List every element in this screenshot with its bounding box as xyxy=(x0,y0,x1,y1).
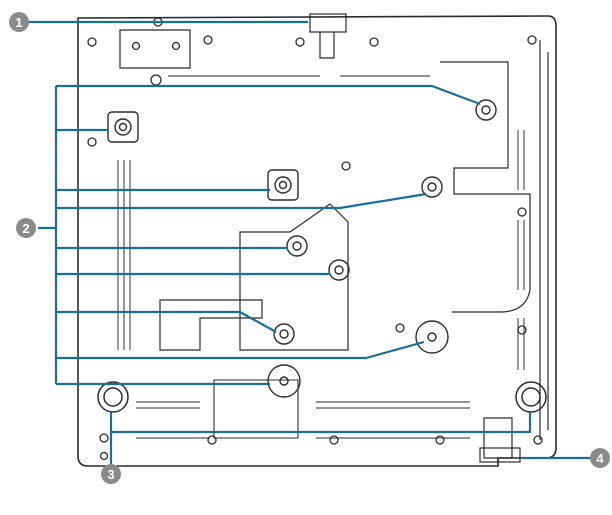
rear-foot-left xyxy=(97,381,129,413)
lower-label-area xyxy=(159,299,263,351)
mount-point xyxy=(107,111,139,143)
callout-badge-1: 1 xyxy=(9,12,29,32)
leader-line-2-branch xyxy=(56,192,427,210)
screw-hole xyxy=(171,41,181,51)
housing-outline xyxy=(77,15,557,467)
screw-hole xyxy=(435,435,445,445)
mount-points xyxy=(107,99,497,398)
mount-point xyxy=(286,235,308,257)
screw-hole xyxy=(99,433,109,443)
top-latch xyxy=(309,13,347,33)
svg-text:1: 1 xyxy=(15,15,22,30)
callout-badge-4: 4 xyxy=(590,448,610,468)
rear-foot-right xyxy=(515,381,547,413)
screw-hole xyxy=(395,323,405,333)
security-slot-frame xyxy=(483,417,513,459)
left-vent xyxy=(117,160,131,350)
screw-hole xyxy=(207,435,217,445)
mount-point xyxy=(475,99,497,121)
screw-hole xyxy=(150,74,162,86)
bottom-vent xyxy=(136,401,470,439)
top-screw-plate xyxy=(119,29,191,69)
callout-badge-2: 2 xyxy=(16,218,36,238)
latch-slider xyxy=(319,32,335,59)
callout-badge-3: 3 xyxy=(101,464,121,484)
screw-hole xyxy=(131,41,141,51)
mount-point xyxy=(328,259,350,281)
mount-point xyxy=(267,364,301,398)
screw-hole xyxy=(203,35,213,45)
leader-line-2-branch xyxy=(56,84,481,106)
screw-hole xyxy=(341,161,351,171)
right-vent xyxy=(517,130,525,370)
screw-hole xyxy=(517,325,527,335)
mount-point xyxy=(415,320,449,354)
screw-hole xyxy=(527,35,537,45)
svg-text:2: 2 xyxy=(22,221,29,236)
vent-grilles xyxy=(117,75,525,439)
right-side-rail xyxy=(539,40,549,440)
screw-hole xyxy=(87,137,97,147)
small-screw-holes xyxy=(87,17,543,461)
screw-hole xyxy=(295,37,305,47)
mount-point xyxy=(273,323,295,345)
screw-hole xyxy=(87,37,97,47)
bottom-bracket xyxy=(213,379,299,439)
mount-point xyxy=(267,169,299,201)
central-plate xyxy=(239,203,349,351)
upper-right-recess xyxy=(440,61,531,313)
screw-hole xyxy=(517,207,527,217)
leader-line-2-branch xyxy=(56,310,277,333)
screw-hole xyxy=(533,435,543,445)
screw-hole xyxy=(99,451,109,461)
leader-lines xyxy=(28,20,594,464)
svg-text:4: 4 xyxy=(596,451,604,466)
screw-hole xyxy=(369,37,379,47)
projector-body xyxy=(77,13,557,467)
callout-badges: 1 2 3 4 xyxy=(9,12,610,484)
screw-hole xyxy=(329,435,339,445)
svg-text:3: 3 xyxy=(107,467,114,482)
leader-line-2-branch xyxy=(56,340,425,360)
leader-line-3-branch xyxy=(111,412,532,434)
security-slot xyxy=(479,447,521,463)
mount-point xyxy=(421,176,443,198)
